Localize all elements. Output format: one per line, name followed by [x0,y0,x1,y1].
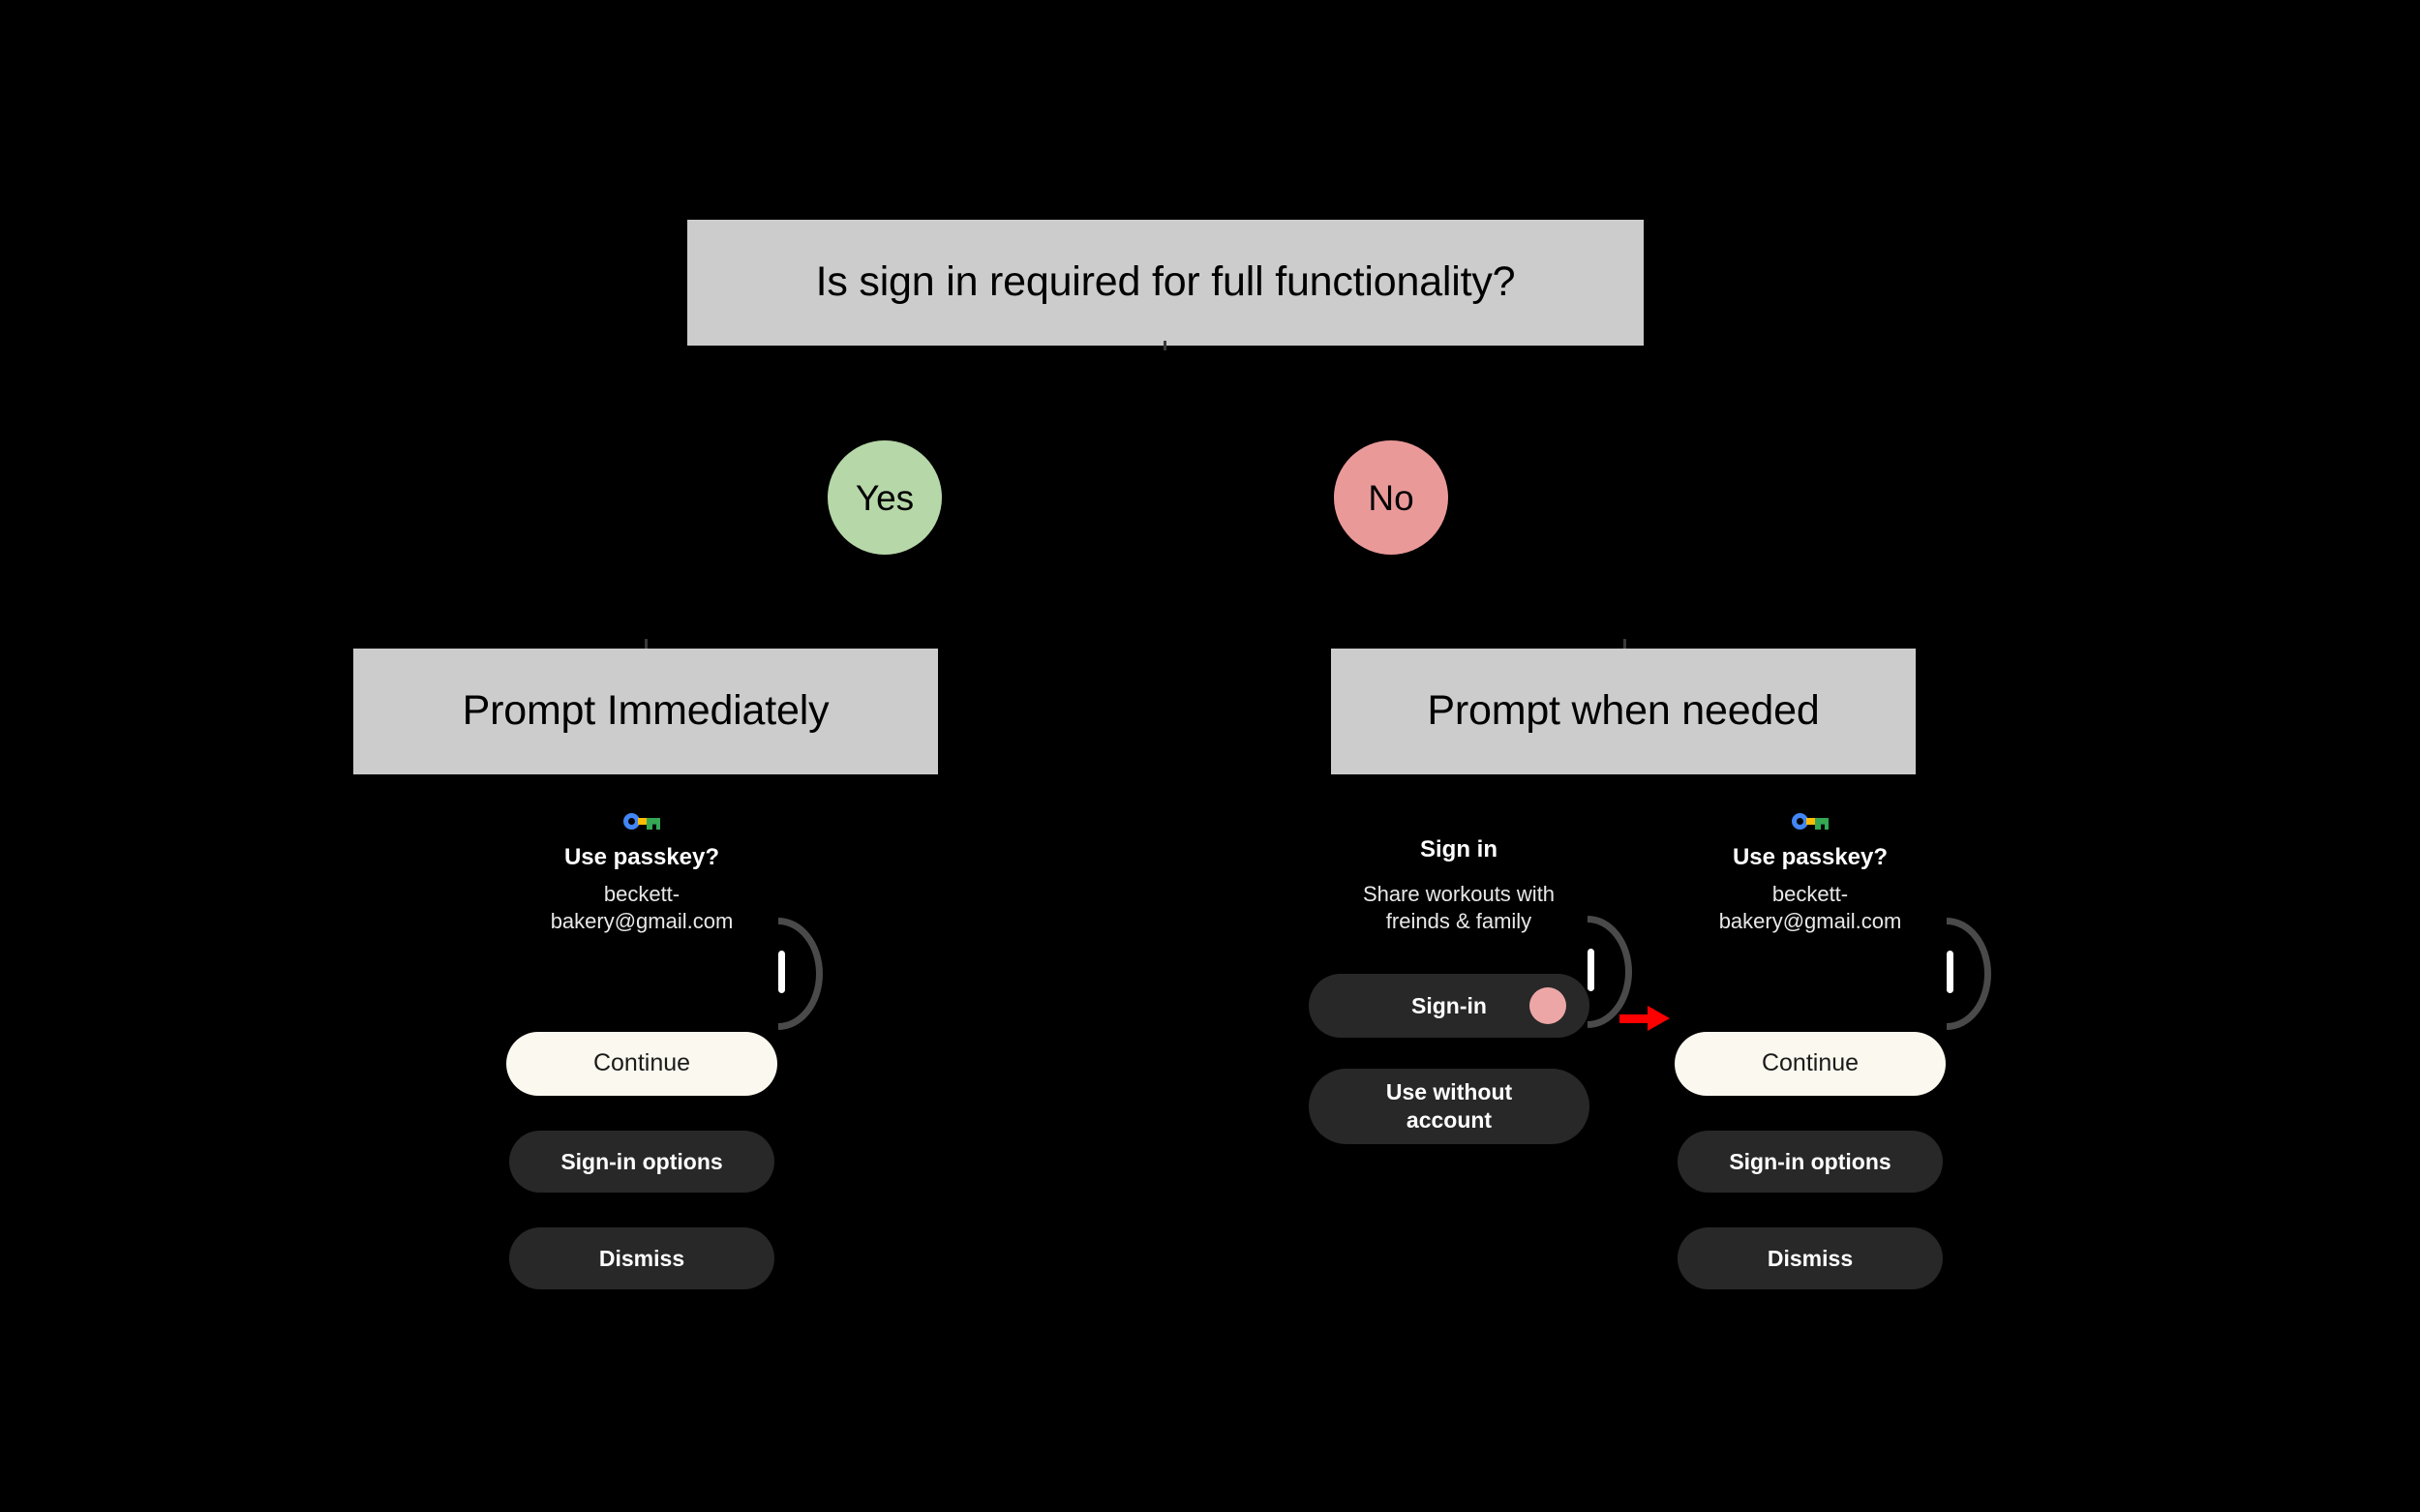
passkey-shaft-icon [1806,818,1817,825]
watch-right-title: Use passkey? [1732,844,1889,870]
scroll-thumb [1588,949,1594,991]
scroll-track [778,918,823,1030]
arrow-shaft [1619,1014,1651,1023]
watch-middle-signin-label: Sign-in [1411,992,1487,1018]
passkey-ring-icon [623,813,640,830]
watch-left-scroll-indicator[interactable] [778,918,823,1030]
watch-right-signin-options-button[interactable]: Sign-in options [1678,1131,1943,1193]
watch-right-dismiss-label: Dismiss [1767,1245,1854,1271]
watch-left-continue-button[interactable]: Continue [506,1032,777,1096]
outcome-box-prompt-when-needed: Prompt when needed [1331,649,1916,774]
watch-right-continue-label: Continue [1761,1049,1860,1077]
watch-left-signin-options-button[interactable]: Sign-in options [509,1131,774,1193]
connector-yes-down [645,639,648,652]
red-arrow-annotation-icon [1619,1006,1670,1031]
watch-mockup-middle-signin: Sign in Share workouts with freinds & fa… [1309,811,1632,1227]
arrow-head [1648,1006,1670,1031]
watch-left-continue-label: Continue [592,1049,691,1077]
passkey-ring-icon [1792,813,1808,830]
scroll-thumb [778,951,785,993]
watch-right-dismiss-button[interactable]: Dismiss [1678,1227,1943,1289]
connector-no-down [1623,639,1626,652]
scroll-thumb [1947,951,1953,993]
outcome-box-prompt-immediately: Prompt Immediately [353,649,938,774]
watch-left-dismiss-button[interactable]: Dismiss [509,1227,774,1289]
watch-mockup-right-passkey: Use passkey? beckett-bakery@gmail.com Co… [1660,811,1991,1295]
watch-mockup-left-passkey: Use passkey? beckett-bakery@gmail.com Co… [492,811,823,1295]
branch-label-no-text: No [1368,477,1414,518]
decision-box-label: Is sign in required for full functionali… [815,258,1516,306]
google-passkey-icon [623,811,660,832]
watch-left-subtitle: beckett-bakery@gmail.com [550,881,734,934]
branch-label-yes: Yes [828,440,942,555]
watch-right-signin-options-label: Sign-in options [1729,1148,1891,1174]
passkey-shaft-icon [638,818,649,825]
google-passkey-icon [1792,811,1829,832]
watch-middle-tap-indicator [1529,987,1566,1024]
outcome-box-yes-label: Prompt Immediately [462,687,830,735]
watch-left-dismiss-label: Dismiss [598,1245,685,1271]
branch-label-no: No [1334,440,1448,555]
decision-box: Is sign in required for full functionali… [687,220,1644,346]
watch-middle-subtitle: Share workouts with freinds & family [1362,881,1556,934]
watch-middle-title: Sign in [1420,836,1497,862]
watch-left-signin-options-label: Sign-in options [560,1148,723,1174]
passkey-teeth-icon [647,818,660,830]
watch-left-title: Use passkey? [563,844,720,870]
watch-middle-use-without-account-button[interactable]: Use without account [1309,1069,1589,1144]
connector-decision-down [1164,341,1166,350]
watch-middle-signin-button[interactable]: Sign-in [1309,974,1589,1038]
watch-right-continue-button[interactable]: Continue [1675,1032,1946,1096]
watch-right-subtitle: beckett-bakery@gmail.com [1718,881,1902,934]
outcome-box-no-label: Prompt when needed [1427,687,1820,735]
watch-middle-use-without-account-label: Use without account [1385,1079,1513,1133]
scroll-track [1947,918,1991,1030]
passkey-teeth-icon [1815,818,1829,830]
branch-label-yes-text: Yes [855,477,915,518]
watch-right-scroll-indicator[interactable] [1947,918,1991,1030]
